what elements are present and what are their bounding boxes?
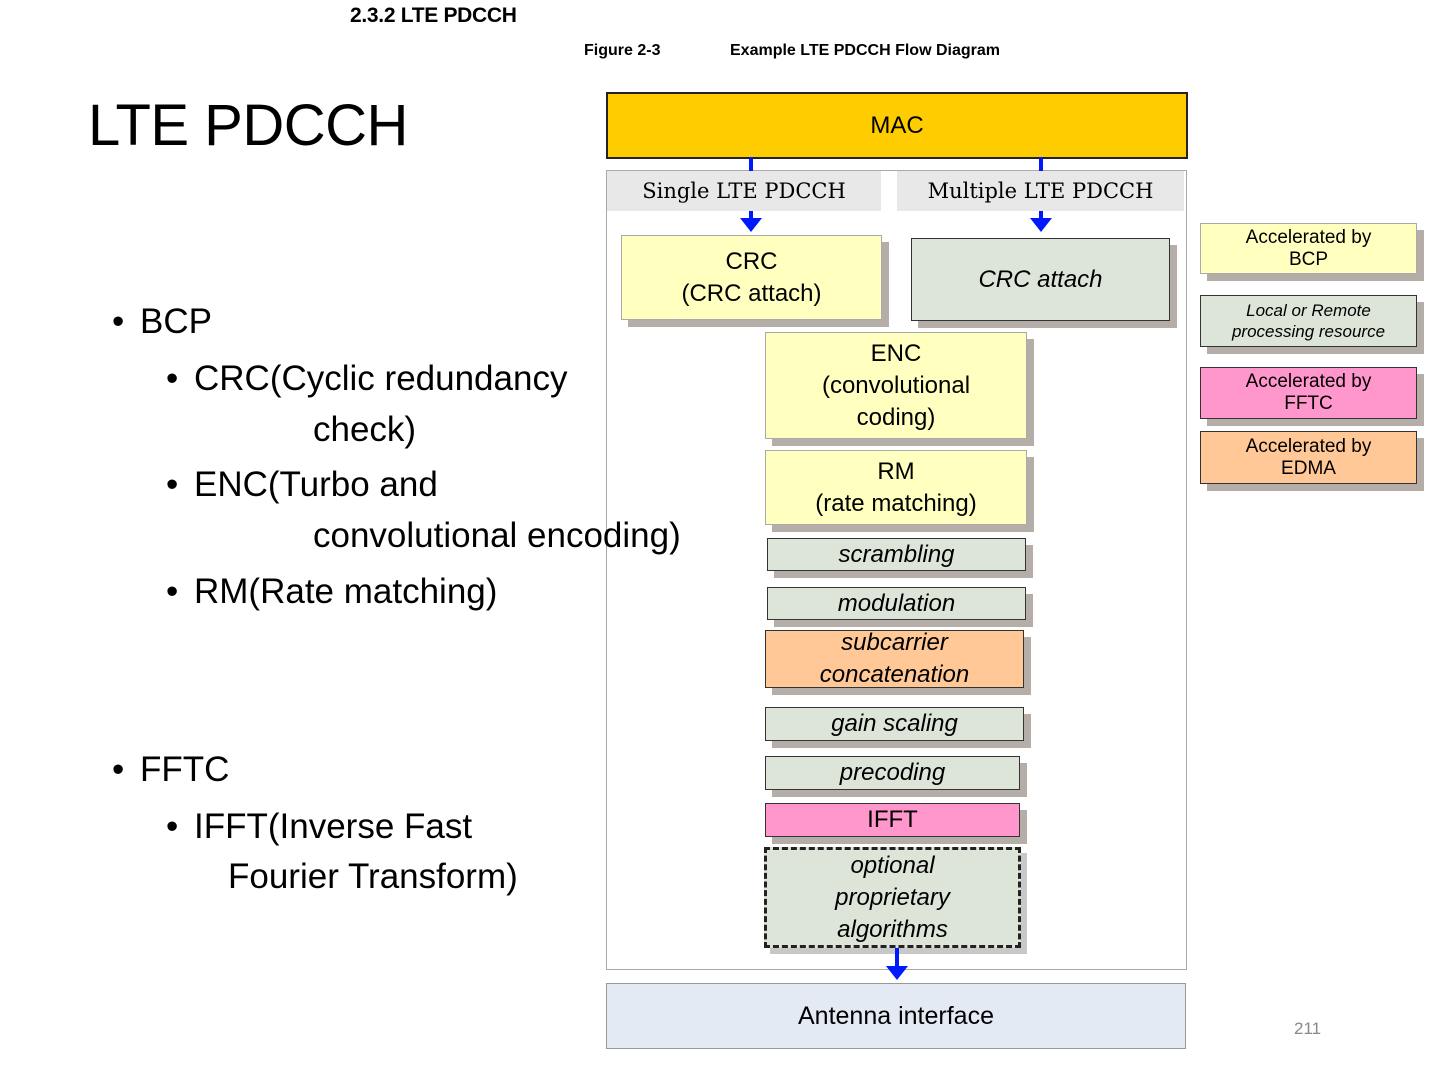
arrow-stem bbox=[749, 211, 753, 219]
single-pdcch-header: Single LTE PDCCH bbox=[607, 171, 881, 211]
antenna-interface-block: Antenna interface bbox=[606, 983, 1186, 1049]
subcarrier-concatenation-box: subcarrier concatenation bbox=[765, 629, 1024, 688]
page-number: 211 bbox=[1294, 1019, 1322, 1038]
bullet-crc: •CRC(Cyclic redundancy bbox=[166, 359, 568, 398]
arrow-down-icon bbox=[886, 966, 908, 980]
section-title: 2.3.2 LTE PDCCH bbox=[350, 4, 517, 27]
bullet-fftc: •FFTC bbox=[112, 750, 230, 789]
connector-multiple bbox=[1039, 157, 1043, 171]
bullet-crc-continuation: check) bbox=[313, 410, 417, 449]
scrambling-box: scrambling bbox=[767, 538, 1026, 571]
arrow-down-icon bbox=[1030, 218, 1052, 232]
bullet-dot: • bbox=[166, 807, 179, 846]
slide-title: LTE PDCCH bbox=[88, 93, 408, 158]
bullet-dot: • bbox=[112, 302, 125, 341]
bullet-ifft: •IFFT(Inverse Fast bbox=[166, 807, 473, 846]
bullet-ifft-continuation: Fourier Transform) bbox=[228, 857, 518, 896]
bullet-enc-continuation: convolutional encoding) bbox=[313, 516, 681, 555]
arrow-down-icon bbox=[740, 218, 762, 232]
legend-fftc: Accelerated by FFTC bbox=[1200, 367, 1417, 419]
gain-scaling-box: gain scaling bbox=[765, 707, 1024, 741]
rm-box: RM (rate matching) bbox=[765, 450, 1027, 525]
legend-local-remote: Local or Remote processing resource bbox=[1200, 295, 1417, 347]
legend-bcp: Accelerated by BCP bbox=[1200, 223, 1417, 274]
crc-single-box: CRC (CRC attach) bbox=[621, 235, 882, 320]
figure-caption: Example LTE PDCCH Flow Diagram bbox=[730, 42, 1000, 59]
arrow-stem bbox=[1039, 211, 1043, 219]
connector-single bbox=[749, 157, 753, 171]
mac-block: MAC bbox=[606, 92, 1188, 159]
bullet-dot: • bbox=[112, 750, 125, 789]
bullet-rm: •RM(Rate matching) bbox=[166, 572, 498, 611]
bullet-bcp: •BCP bbox=[112, 302, 212, 341]
arrow-stem bbox=[895, 948, 899, 968]
precoding-box: precoding bbox=[765, 756, 1020, 790]
optional-algorithms-box: optional proprietary algorithms bbox=[764, 847, 1021, 948]
bullet-dot: • bbox=[166, 359, 179, 398]
modulation-box: modulation bbox=[767, 587, 1026, 620]
multiple-pdcch-header: Multiple LTE PDCCH bbox=[897, 171, 1184, 211]
enc-box: ENC (convolutional coding) bbox=[765, 332, 1027, 439]
ifft-box: IFFT bbox=[765, 803, 1020, 837]
bullet-enc: •ENC(Turbo and bbox=[166, 465, 438, 504]
bullet-dot: • bbox=[166, 465, 179, 504]
crc-multiple-box: CRC attach bbox=[911, 238, 1170, 321]
legend-edma: Accelerated by EDMA bbox=[1200, 431, 1417, 484]
bullet-dot: • bbox=[166, 572, 179, 611]
figure-number: Figure 2-3 bbox=[584, 42, 661, 59]
